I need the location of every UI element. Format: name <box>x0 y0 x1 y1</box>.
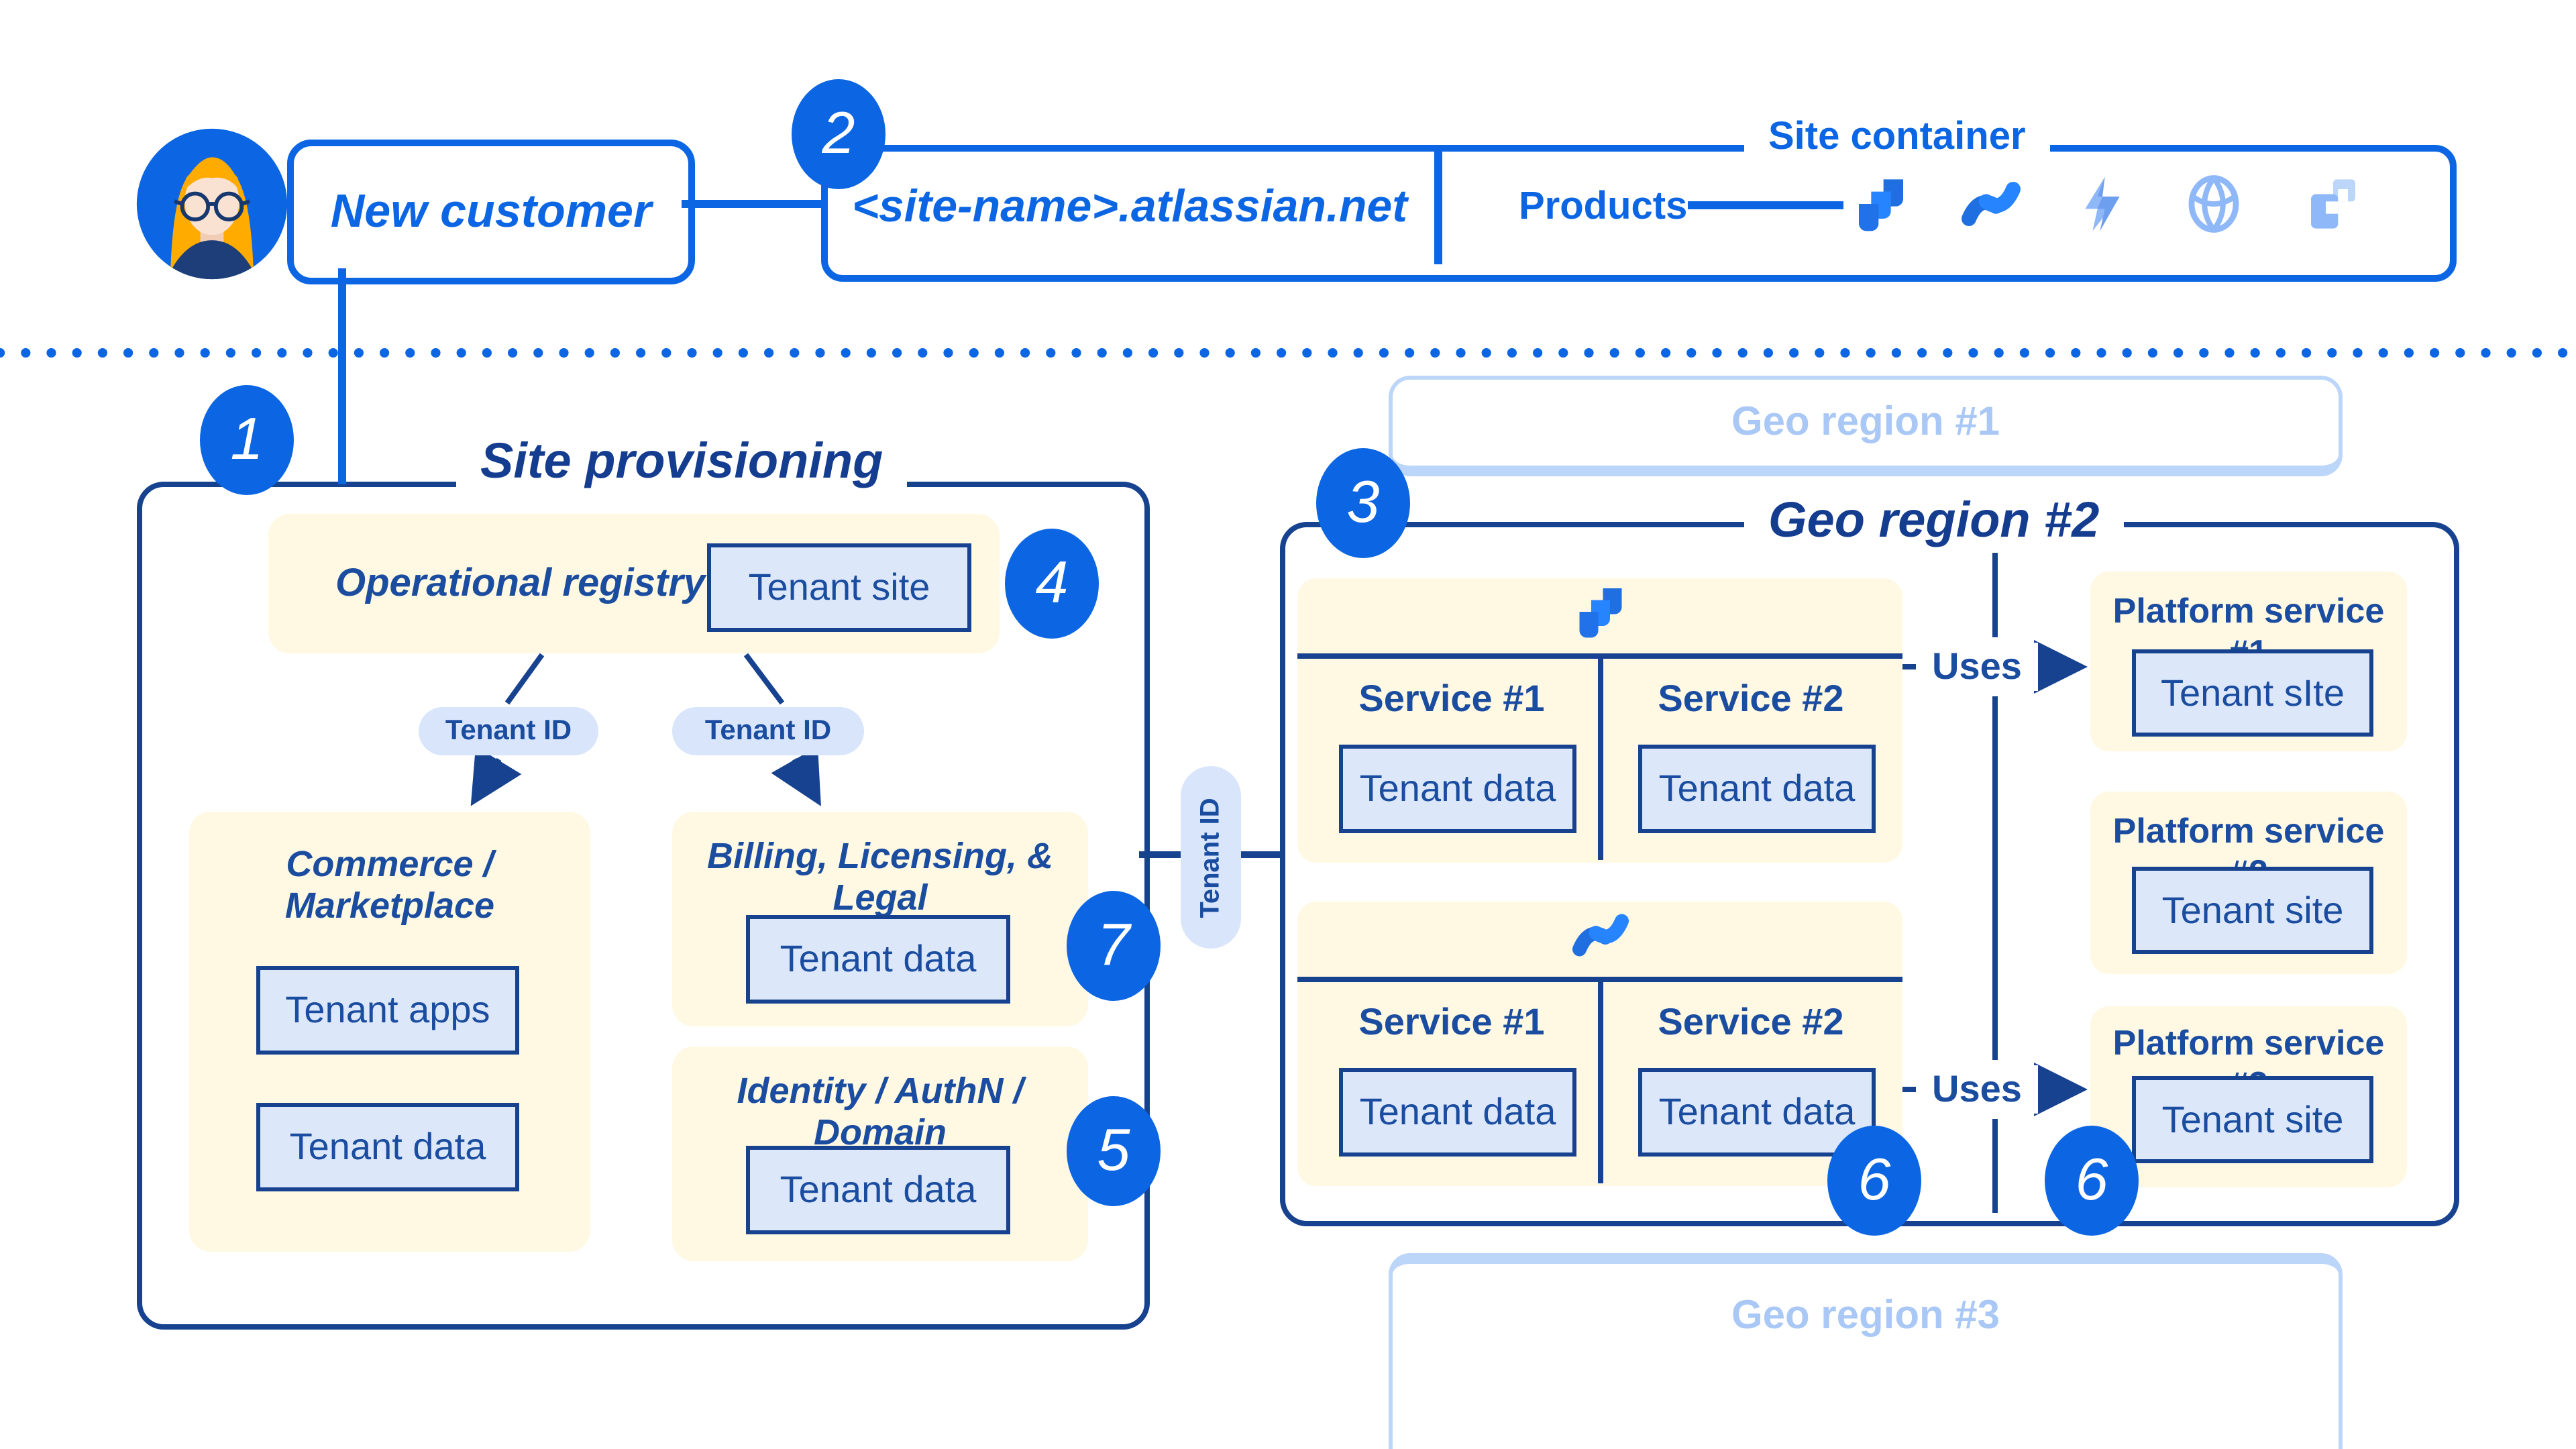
badge-6b: 6 <box>2045 1126 2139 1236</box>
site-container-label: Site container <box>1744 110 2050 164</box>
badge-5: 5 <box>1067 1096 1161 1206</box>
billing-tenant-data-box: Tenant data <box>746 915 1010 1004</box>
uses-label-1: Uses <box>1916 643 2038 691</box>
tenant-id-pill-left: Tenant ID <box>419 707 598 755</box>
confluence-service2-label: Service #2 <box>1658 1001 1844 1042</box>
badge-4: 4 <box>1005 529 1099 639</box>
site-url-section: <site-name>.atlassian.net <box>821 145 1438 268</box>
operational-registry-box: Operational registry Tenant site <box>268 514 1000 653</box>
products-dash <box>1688 201 1843 209</box>
confluence-service1-label: Service #1 <box>1358 1001 1545 1042</box>
products-label: Products <box>1519 184 1688 227</box>
billing-box: Billing, Licensing, & Legal Tenant data <box>672 812 1088 1026</box>
platform-service-3-tenant-box: Tenant site <box>2132 1076 2373 1163</box>
jira-s2-tenant-data-box: Tenant data <box>1638 745 1876 833</box>
jira-s1-tenant-data-box: Tenant data <box>1339 745 1576 833</box>
badge-1: 1 <box>200 385 294 495</box>
jira-icon <box>1851 174 1911 240</box>
jira-service1-label: Service #1 <box>1358 678 1545 719</box>
geo-region-1-box: Geo region #1 <box>1389 376 2343 476</box>
geo-region-1-label: Geo region #1 <box>1731 400 2000 444</box>
confluence-s1-tenant-data-box: Tenant data <box>1339 1068 1576 1157</box>
tenant-id-connector-pill: Tenant ID <box>1181 766 1241 949</box>
platform-service-1-box: Platform service #1 Tenant sIte <box>2090 572 2407 751</box>
avatar-icon <box>136 128 288 280</box>
site-container-box <box>821 145 2457 282</box>
identity-title: Identity / AuthN / Domain <box>737 1071 1024 1152</box>
badge-7: 7 <box>1067 891 1161 1001</box>
tenant-apps-box: Tenant apps <box>256 966 519 1055</box>
grid-icon <box>2304 174 2363 240</box>
lightning-icon <box>2073 174 2132 240</box>
platform-service-2-tenant-box: Tenant site <box>2132 867 2373 954</box>
confluence-s2-tenant-data-box: Tenant data <box>1638 1068 1876 1157</box>
tenant-id-pill-right: Tenant ID <box>672 707 864 755</box>
products-section: Products <box>1438 145 2443 268</box>
operational-registry-label: Operational registry <box>335 561 706 604</box>
identity-box: Identity / AuthN / Domain Tenant data <box>672 1046 1088 1261</box>
commerce-tenant-data-box: Tenant data <box>256 1103 519 1191</box>
platform-service-2-box: Platform service #2 Tenant site <box>2090 792 2407 974</box>
geo-region-3-label: Geo region #3 <box>1731 1293 2000 1338</box>
new-customer-box: New customer <box>287 140 695 284</box>
site-provisioning-title: Site provisioning <box>456 432 908 491</box>
commerce-title: Commerce / Marketplace <box>284 844 495 926</box>
badge-6a: 6 <box>1827 1126 1921 1236</box>
globe-icon <box>2184 174 2243 240</box>
new-customer-label: New customer <box>330 185 652 237</box>
tenant-site-box: Tenant site <box>707 543 971 632</box>
customer-avatar <box>134 126 290 282</box>
platform-service-1-tenant-box: Tenant sIte <box>2132 649 2373 737</box>
identity-tenant-data-box: Tenant data <box>746 1146 1010 1234</box>
badge-2: 2 <box>792 79 885 189</box>
tenant-id-connector-label: Tenant ID <box>1195 797 1226 918</box>
confluence-icon <box>1962 174 2021 240</box>
geo-region-3-box: Geo region #3 <box>1389 1253 2343 1449</box>
geo-region-2-title: Geo region #2 <box>1744 491 2124 550</box>
confluence-section-icon <box>1572 907 1629 970</box>
platform-service-3-box: Platform service #3 Tenant site <box>2090 1006 2407 1187</box>
jira-section-icon <box>1572 584 1629 647</box>
billing-title: Billing, Licensing, & Legal <box>706 836 1054 918</box>
uses-label-2: Uses <box>1916 1065 2038 1114</box>
badge-3: 3 <box>1316 448 1410 558</box>
jira-service2-label: Service #2 <box>1658 678 1844 719</box>
commerce-box: Commerce / Marketplace Tenant apps Tenan… <box>189 812 590 1252</box>
site-url-label: <site-name>.atlassian.net <box>852 180 1407 231</box>
